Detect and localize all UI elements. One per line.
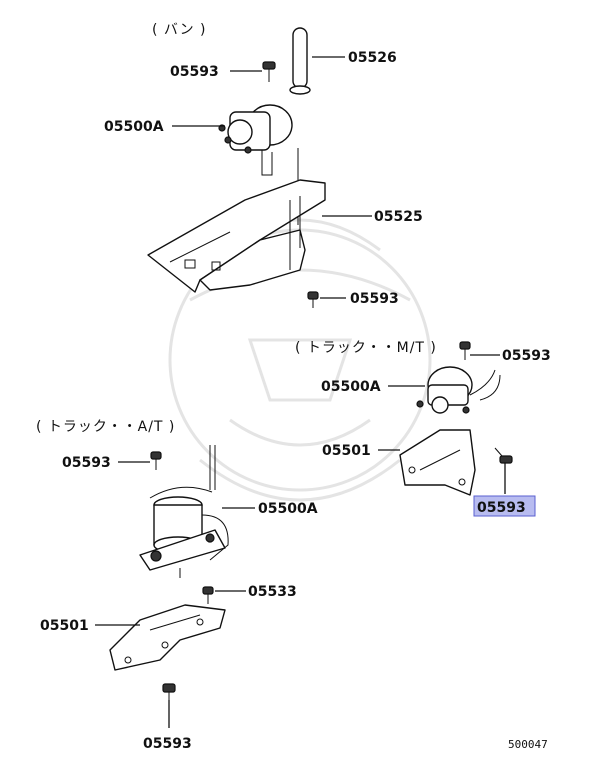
solenoid-05500a-mt (416, 366, 501, 414)
highlighted-callout-05593[interactable]: 05593 (473, 495, 536, 517)
bolt-05533 (202, 586, 214, 604)
bracket-05501-mt (399, 429, 476, 496)
bolt-05593-bracket (494, 447, 513, 464)
bolt-05593-middle (307, 291, 319, 308)
callout-05526: 05526 (348, 50, 397, 66)
callout-05593-top: 05593 (170, 64, 219, 80)
group-label-van: ( バン ) (152, 22, 207, 38)
bracket-05501-at (109, 604, 226, 671)
callout-05593-mt: 05593 (502, 348, 551, 364)
group-label-truck-mt: ( トラック・・M/T ) (295, 340, 437, 356)
callout-05593-highlighted: 05593 (477, 500, 526, 516)
bolt-05593-top (262, 61, 276, 82)
callout-05501-mt: 05501 (322, 443, 371, 459)
solenoid-05500a-top (218, 104, 299, 225)
group-label-truck-at: ( トラック・・A/T ) (36, 419, 175, 435)
callout-05500a-mt: 05500A (321, 379, 381, 395)
callout-05501-at: 05501 (40, 618, 89, 634)
diagram-code: 500047 (508, 738, 548, 751)
highlight-box (473, 495, 536, 517)
bolt-05593-mt (459, 341, 471, 360)
callout-05593-bottom: 05593 (143, 736, 192, 752)
bolt-05593-at (150, 451, 162, 470)
rod-part-05526 (289, 27, 311, 95)
bracket-05525 (147, 179, 326, 293)
callout-05525: 05525 (374, 209, 423, 225)
callout-05593-middle: 05593 (350, 291, 399, 307)
callout-05500a-at: 05500A (258, 501, 318, 517)
bolt-05593-bottom (162, 683, 176, 700)
callout-05533: 05533 (248, 584, 297, 600)
solenoid-05500a-at (139, 445, 229, 578)
callout-05593-at: 05593 (62, 455, 111, 471)
callout-05500a-top: 05500A (104, 119, 164, 135)
